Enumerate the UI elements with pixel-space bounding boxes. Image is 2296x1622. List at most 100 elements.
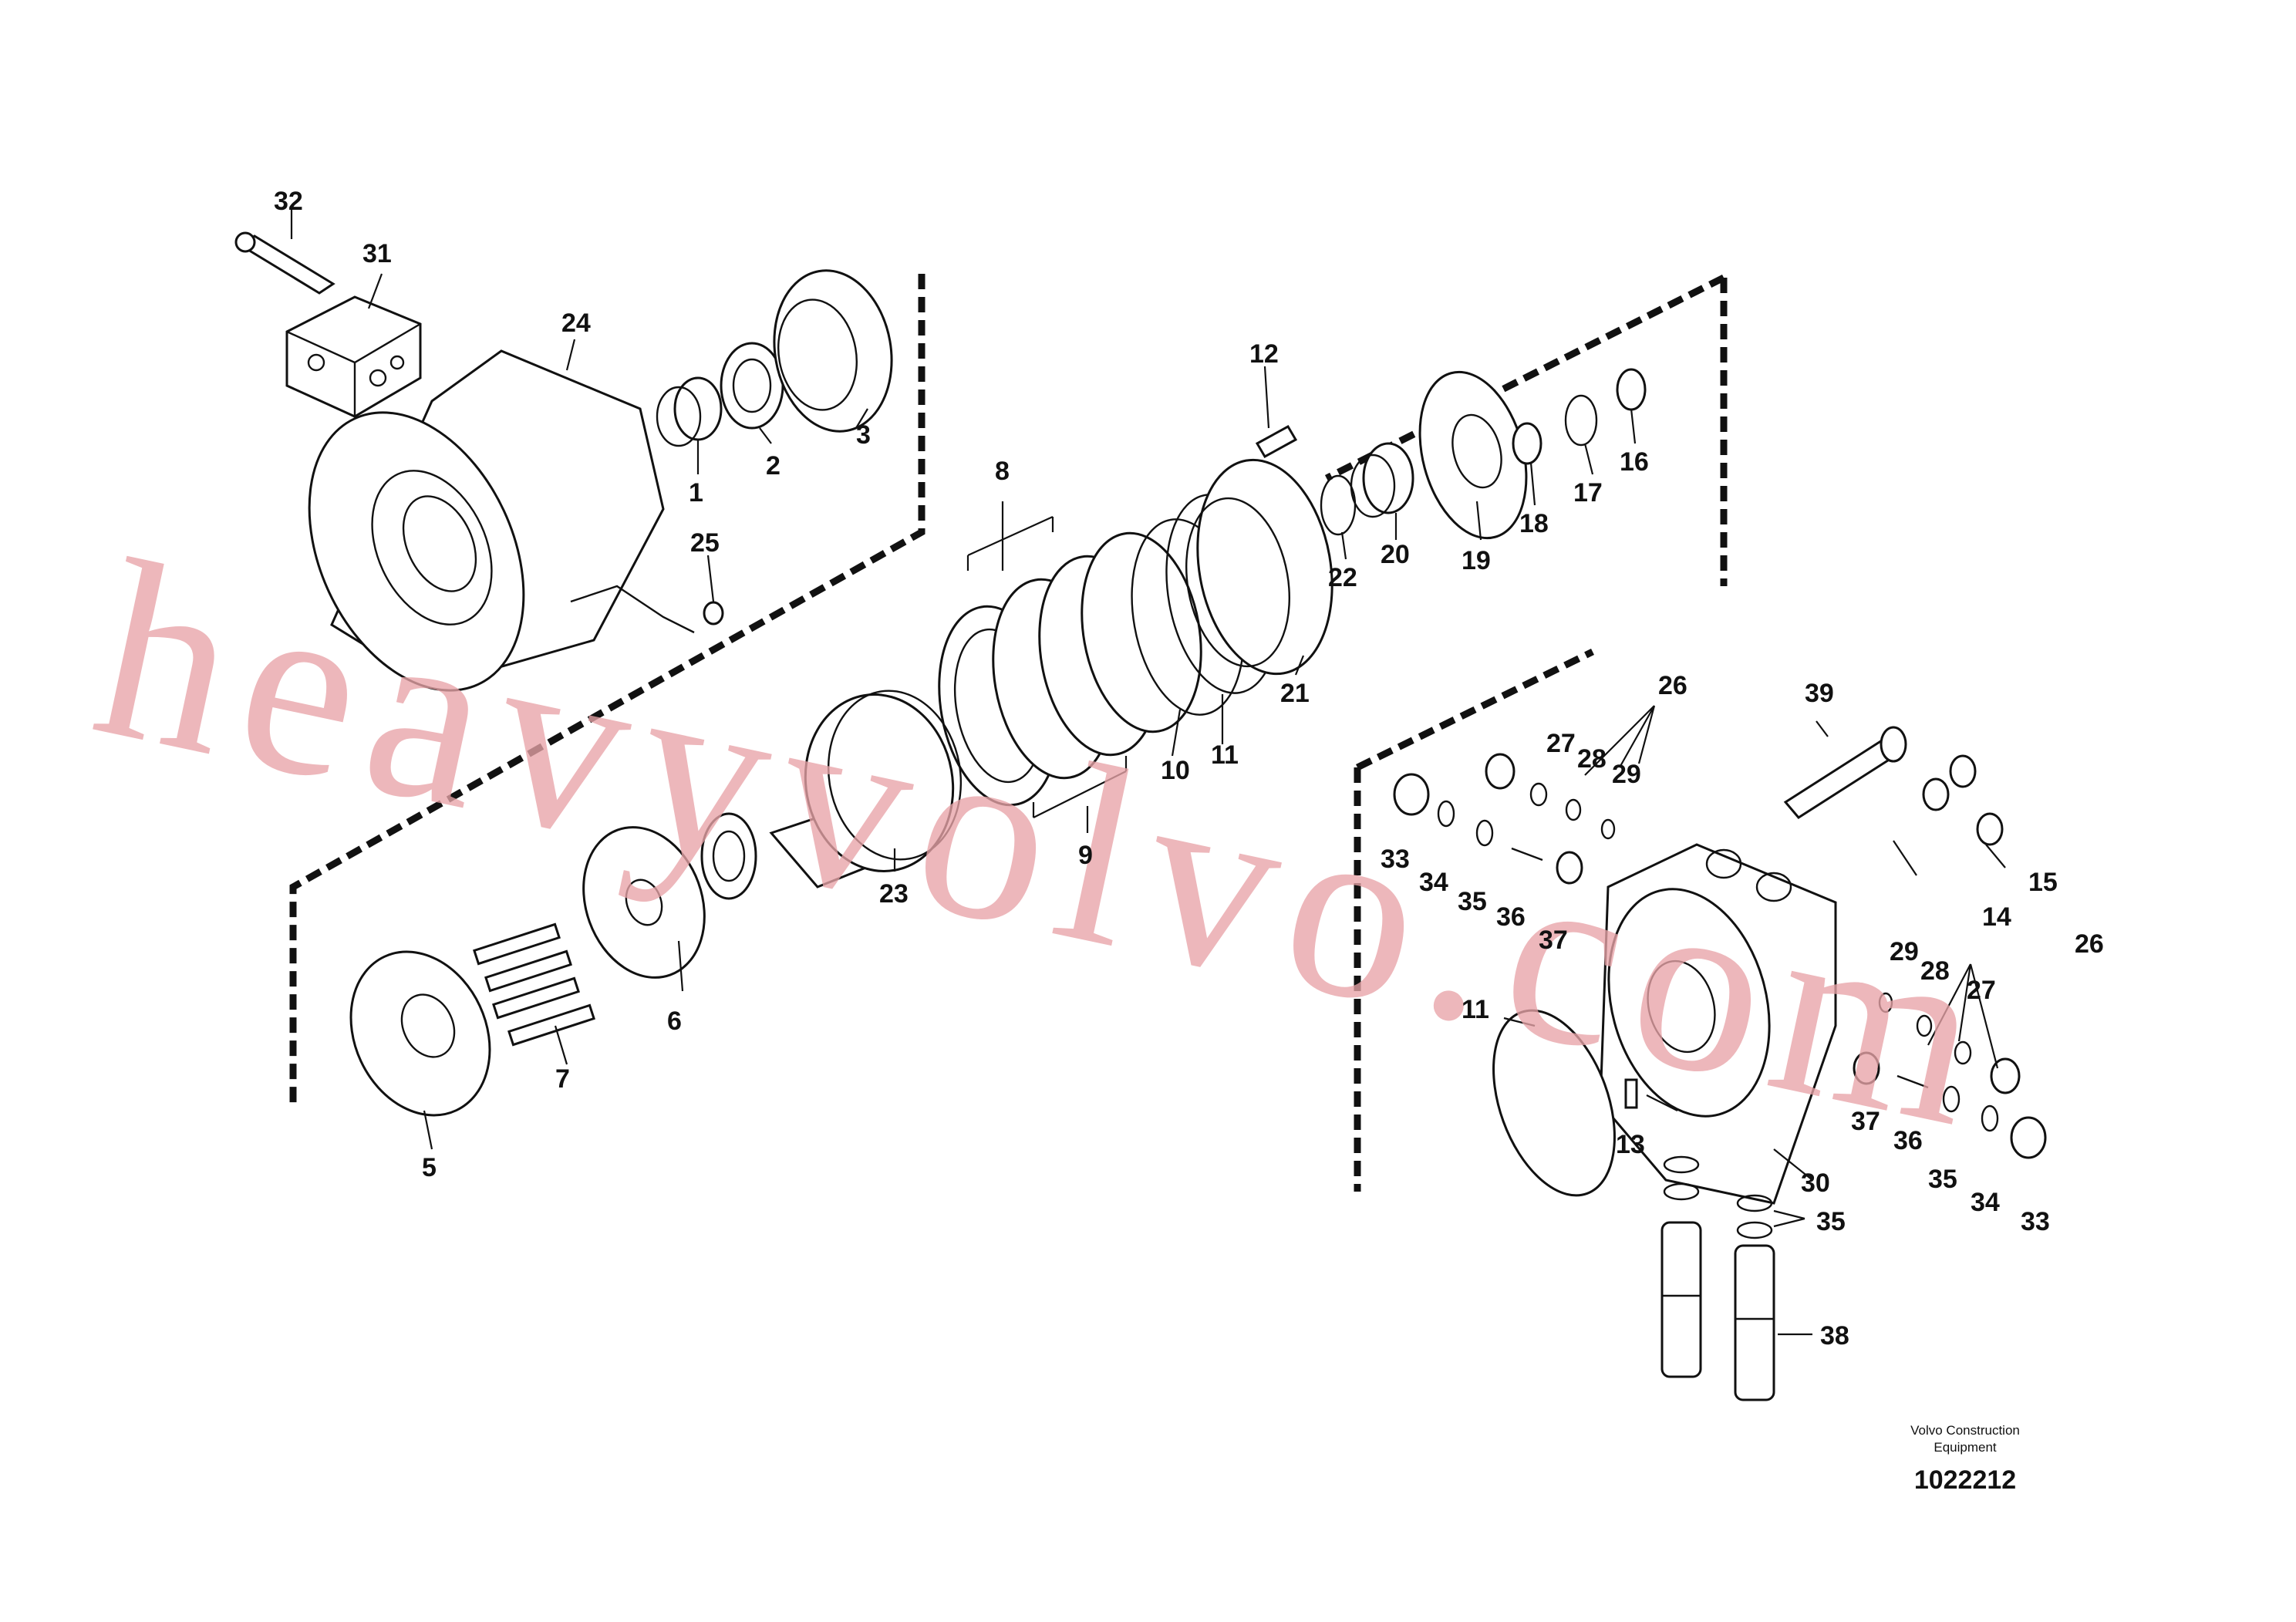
disc-stack-8-9 [938,531,1202,807]
piston-21 [1185,458,1333,676]
callout-28-top: 28 [1577,744,1607,774]
callout-21: 21 [1280,679,1310,708]
callout-7: 7 [555,1064,570,1094]
callout-20: 20 [1381,540,1410,569]
callout-31: 31 [362,239,392,268]
callout-29-top: 29 [1612,760,1641,789]
callout-27-top: 27 [1546,729,1576,758]
boundary-top-left [289,274,925,1103]
bearing-3 [773,269,893,433]
callout-26-top: 26 [1658,671,1687,700]
callouts: 32 31 24 1 2 3 25 12 8 9 10 11 21 22 20 … [274,187,2104,1351]
callout-8: 8 [995,457,1010,486]
callout-6: 6 [667,1007,682,1036]
ring-29-right [1878,992,1893,1013]
callout-24: 24 [561,309,591,338]
plate-near-23 [700,812,757,900]
leader-lines [290,210,2006,1336]
document-number: 1022212 [1914,1465,2016,1495]
callout-34-left: 34 [1419,868,1448,897]
callout-16: 16 [1620,447,1649,477]
callout-25: 25 [690,528,720,558]
callout-2: 2 [766,451,781,481]
spool-38-left [1660,1221,1702,1378]
seal-2 [720,342,784,430]
snap-ring-17 [1564,394,1598,447]
plug-26-right [1990,1057,2021,1094]
ring-27-right [1954,1040,1972,1065]
snap-ring-22 [1320,474,1357,536]
callout-26-right: 26 [2075,929,2104,959]
callout-35-right: 35 [1928,1165,1957,1194]
ring-34-left [1437,800,1455,828]
callout-18: 18 [1519,509,1549,538]
bolt-39 [1783,726,1907,819]
callout-11: 11 [1211,740,1239,770]
bearing-20 [1350,442,1414,518]
ring-29-top [1600,818,1616,840]
spring-36-left [1511,847,1543,862]
plug-26-top [1485,753,1515,790]
housing-24 [308,349,695,692]
plug-16 [1616,368,1647,411]
callout-11-lower: 11 [1462,995,1489,1024]
callout-29-right: 29 [1890,937,1919,966]
spring-36-right [1896,1074,1929,1089]
callout-17: 17 [1573,478,1603,508]
sleeve-1 [656,376,723,447]
valve-housing-30 [1599,843,1837,1205]
callout-32: 32 [274,187,303,216]
ring-27-top [1529,782,1548,807]
callout-33-right: 33 [2021,1207,2050,1236]
callout-37-right: 37 [1851,1107,1880,1136]
pistons-7 [473,922,595,1047]
ring-34-right [1981,1104,1999,1132]
valve-37-left [1556,851,1583,885]
retainer-plate-6 [582,826,706,979]
callout-28-right: 28 [1920,956,1950,986]
callout-36-right: 36 [1893,1126,1923,1155]
pin-25 [703,601,724,626]
thrust-plate-5 [349,950,491,1117]
callout-38: 38 [1820,1321,1849,1351]
callout-13: 13 [1616,1130,1645,1159]
credit-line-2: Equipment [1934,1440,1997,1455]
valve-block-31 [285,295,422,418]
callout-9: 9 [1078,841,1093,870]
callout-10: 10 [1161,756,1190,785]
callout-27-right: 27 [1967,976,1996,1005]
callout-36-left: 36 [1496,902,1526,932]
callout-19: 19 [1462,546,1491,575]
valve-37-right [1853,1051,1880,1085]
callout-35-lower: 35 [1816,1207,1846,1236]
callout-3: 3 [856,420,871,450]
ring-28-right [1916,1014,1933,1037]
bolt-32 [234,231,335,295]
callout-1: 1 [689,478,703,508]
ring-35-right [1942,1085,1961,1113]
callout-23: 23 [879,879,909,909]
cylinder-block-23 [769,690,963,889]
callout-15: 15 [2028,868,2058,897]
ring-18 [1512,422,1542,465]
spool-38-right [1734,1244,1775,1401]
boundary-right [1354,648,1594,1192]
gasket-11-lower [1492,1009,1616,1197]
callout-37-left: 37 [1539,926,1568,955]
callout-39: 39 [1805,679,1834,708]
pin-13 [1624,1078,1638,1109]
callout-34-right: 34 [1971,1188,2000,1217]
callout-12: 12 [1249,339,1279,369]
plug-33-left [1393,773,1430,816]
callout-30: 30 [1801,1168,1830,1198]
ring-35-left [1475,819,1494,847]
plug-33-right [2010,1116,2047,1159]
callout-33-left: 33 [1381,845,1410,874]
callout-35-left: 35 [1458,887,1487,916]
callout-14: 14 [1982,902,2011,932]
spring-12 [1255,424,1298,459]
rings-35-lower [1663,1155,1773,1239]
callout-22: 22 [1328,563,1357,592]
credit-line-1: Volvo Construction [1910,1423,2020,1438]
